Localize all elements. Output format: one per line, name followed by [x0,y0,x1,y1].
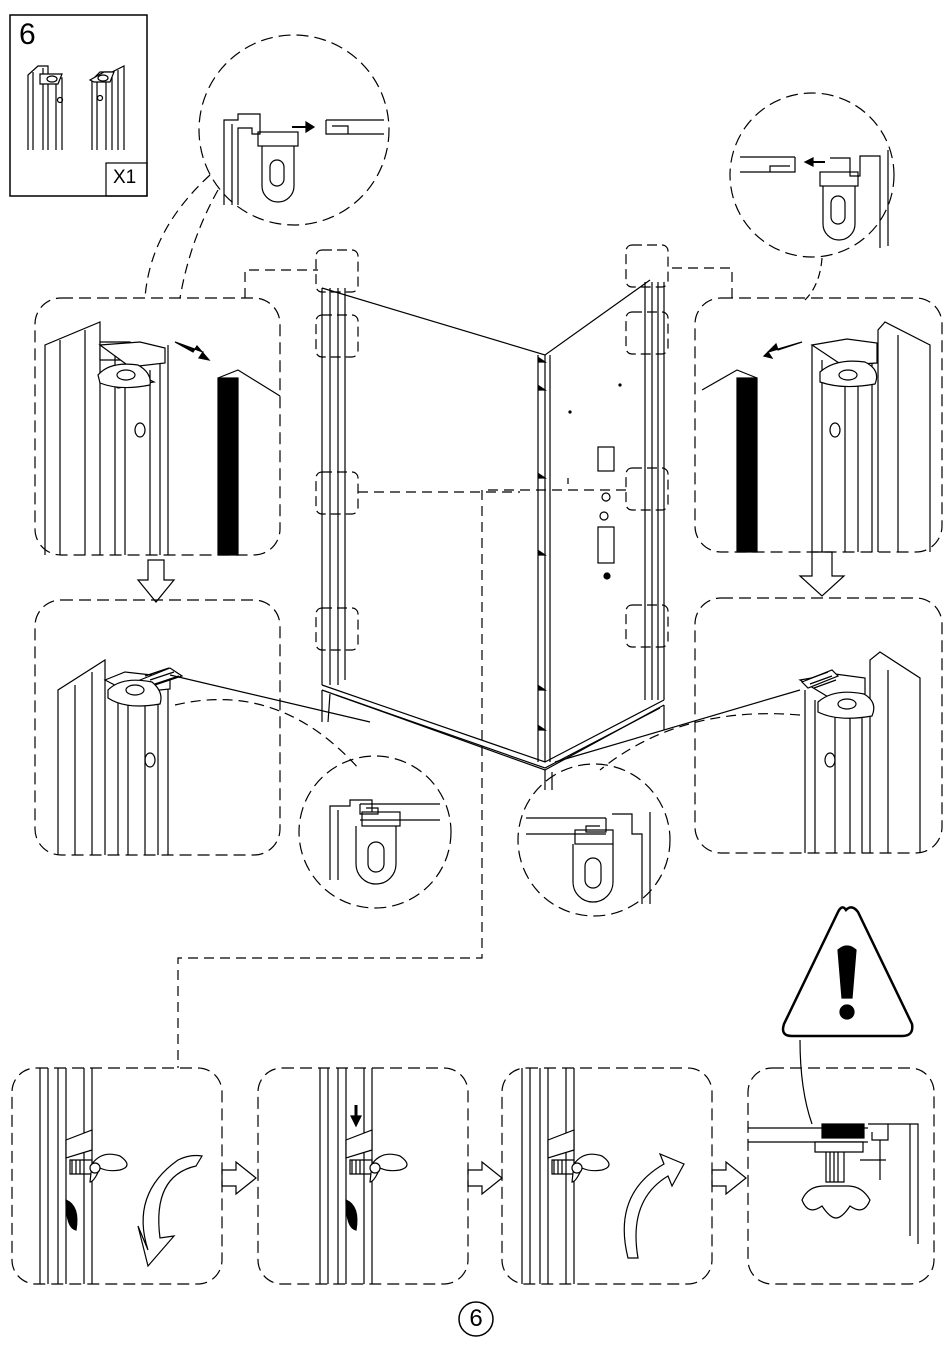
detail-panel-right-2 [555,598,942,853]
page-number: 6 [458,1301,494,1337]
sequence-panel-1 [12,1068,222,1284]
rotate-arrow-icon [138,1156,202,1267]
sequence-panel-4 [748,1040,934,1284]
hollow-arrow-icon [138,560,174,602]
sequence-panel-2 [258,1068,468,1284]
hollow-arrow-icon [468,1162,502,1194]
profile-part-left [28,66,63,150]
quantity-label: X1 [113,167,136,189]
detail-panel-left-2 [35,600,370,855]
step-number: 6 [19,18,36,52]
callout-boxes [316,245,668,650]
rotate-arrow-icon [624,1154,684,1258]
hollow-arrow-icon [222,1162,256,1194]
leader-lines [178,490,626,1068]
detail-circle-bottom-left [299,756,451,908]
detail-panel-left-1 [35,298,280,555]
arrow-icon [351,1105,361,1126]
hollow-arrow-icon [712,1162,746,1194]
sequence-panel-3 [502,1068,712,1284]
shower-enclosure [322,280,664,790]
profile-part-right [90,66,124,150]
wing-screw-icon [552,1154,609,1182]
wing-screw-icon [70,1154,127,1182]
detail-panel-right-1 [695,298,942,552]
hollow-arrow-icon [800,552,844,596]
detail-circle-bottom-right [518,764,670,916]
wing-screw-icon [350,1154,407,1182]
detail-circle-top-right [730,93,894,257]
detail-circle-top-left [199,35,389,225]
warning-icon [783,907,912,1036]
